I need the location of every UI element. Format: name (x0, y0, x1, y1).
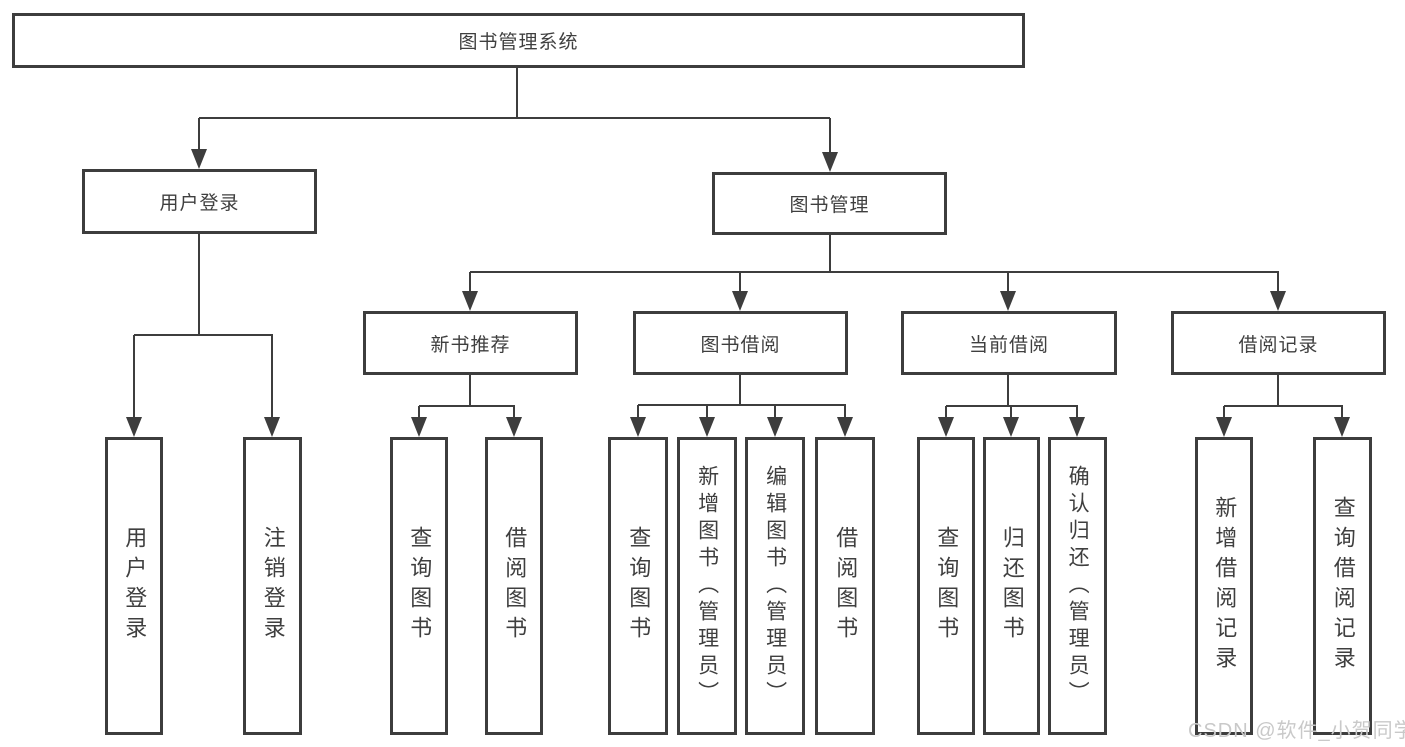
node-user-login-label: 用户登录 (159, 193, 240, 214)
connector-drop (133, 335, 135, 419)
arrowhead-down-icon (1069, 417, 1085, 437)
connector-drop (1223, 406, 1225, 419)
leaf-bb-query-books: 查询图书 (608, 437, 668, 735)
arrowhead-down-icon (837, 417, 853, 437)
connector-drop (271, 335, 273, 419)
leaf-nb-query-books-label: 查询图书 (407, 526, 433, 646)
leaf-bb-add-books: 新增图书（管理员） (677, 437, 737, 735)
connector-drop (418, 406, 420, 419)
node-root-system: 图书管理系统 (12, 13, 1025, 68)
connector-drop (706, 405, 708, 419)
leaf-br-add-record-label: 新增借阅记录 (1212, 496, 1238, 676)
leaf-user-login-label: 用户登录 (122, 526, 148, 646)
connector-root-stem (516, 68, 518, 118)
connector-drop (844, 405, 846, 419)
node-current-borrow: 当前借阅 (901, 311, 1117, 375)
leaf-br-query-record: 查询借阅记录 (1313, 437, 1372, 735)
connector-currentborrow-stem (1007, 375, 1009, 406)
node-borrow-records-label: 借阅记录 (1238, 334, 1319, 356)
arrowhead-down-icon (699, 417, 715, 437)
arrowhead-down-icon (1270, 291, 1286, 311)
arrowhead-down-icon (126, 417, 142, 437)
arrowhead-down-icon (1216, 417, 1232, 437)
connector-drop (513, 406, 515, 419)
connector-root-branch (199, 117, 830, 119)
node-book-management: 图书管理 (712, 172, 947, 235)
leaf-nb-query-books: 查询图书 (390, 437, 448, 735)
arrowhead-down-icon (462, 291, 478, 311)
node-borrow-records: 借阅记录 (1171, 311, 1386, 375)
arrowhead-down-icon (822, 152, 838, 172)
leaf-bb-edit-books-label: 编辑图书（管理员） (763, 464, 787, 708)
connector-bookborrow-branch (638, 404, 846, 406)
leaf-bb-query-books-label: 查询图书 (626, 526, 652, 646)
arrowhead-down-icon (191, 149, 207, 169)
arrowhead-down-icon (506, 417, 522, 437)
arrowhead-down-icon (1003, 417, 1019, 437)
leaf-cb-query-books: 查询图书 (917, 437, 975, 735)
node-new-book-recommend-label: 新书推荐 (430, 334, 511, 356)
connector-newbooks-stem (469, 375, 471, 406)
connector-bookborrow-stem (739, 375, 741, 405)
connector-drop (739, 272, 741, 293)
leaf-nb-borrow-books: 借阅图书 (485, 437, 543, 735)
node-book-borrow: 图书借阅 (633, 311, 848, 375)
connector-drop (1010, 406, 1012, 419)
arrowhead-down-icon (1334, 417, 1350, 437)
connector-drop (198, 118, 200, 151)
leaf-cb-confirm-return-label: 确认归还（管理员） (1066, 464, 1090, 708)
arrowhead-down-icon (264, 417, 280, 437)
connector-drop (774, 405, 776, 419)
connector-drop (829, 118, 831, 154)
leaf-bb-edit-books: 编辑图书（管理员） (745, 437, 805, 735)
connector-records-stem (1277, 375, 1279, 406)
arrowhead-down-icon (767, 417, 783, 437)
connector-records-branch (1224, 405, 1343, 407)
connector-drop (1341, 406, 1343, 419)
csdn-watermark: CSDN @软件_小贺同学 (1188, 720, 1405, 742)
arrowhead-down-icon (411, 417, 427, 437)
node-book-borrow-label: 图书借阅 (700, 334, 781, 356)
leaf-bb-borrow-books: 借阅图书 (815, 437, 875, 735)
leaf-cb-return-books: 归还图书 (983, 437, 1040, 735)
leaf-nb-borrow-books-label: 借阅图书 (502, 526, 528, 646)
arrowhead-down-icon (630, 417, 646, 437)
arrowhead-down-icon (1000, 291, 1016, 311)
connector-userlogin-branch (134, 334, 273, 336)
connector-drop (1076, 406, 1078, 419)
node-root-label: 图书管理系统 (458, 32, 579, 53)
leaf-user-login: 用户登录 (105, 437, 163, 735)
arrowhead-down-icon (938, 417, 954, 437)
connector-newbooks-branch (419, 405, 515, 407)
leaf-br-query-record-label: 查询借阅记录 (1330, 496, 1356, 676)
node-user-login: 用户登录 (82, 169, 317, 234)
leaf-cb-query-books-label: 查询图书 (934, 526, 960, 646)
leaf-cb-confirm-return: 确认归还（管理员） (1048, 437, 1107, 735)
leaf-logout-label: 注销登录 (260, 526, 286, 646)
connector-bookmgmt-branch (470, 271, 1279, 273)
connector-bookmgmt-stem (829, 235, 831, 272)
connector-drop (1007, 272, 1009, 293)
node-book-management-label: 图书管理 (789, 195, 870, 216)
leaf-bb-add-books-label: 新增图书（管理员） (695, 464, 719, 708)
node-new-book-recommend: 新书推荐 (363, 311, 578, 375)
connector-drop (1277, 272, 1279, 293)
connector-drop (637, 405, 639, 419)
node-current-borrow-label: 当前借阅 (968, 334, 1049, 356)
connector-drop (469, 272, 471, 293)
arrowhead-down-icon (732, 291, 748, 311)
leaf-logout: 注销登录 (243, 437, 302, 735)
connector-currentborrow-branch (946, 405, 1078, 407)
leaf-bb-borrow-books-label: 借阅图书 (833, 526, 859, 646)
connector-userlogin-stem (198, 234, 200, 335)
leaf-br-add-record: 新增借阅记录 (1195, 437, 1253, 735)
leaf-cb-return-books-label: 归还图书 (999, 526, 1025, 646)
connector-drop (945, 406, 947, 419)
